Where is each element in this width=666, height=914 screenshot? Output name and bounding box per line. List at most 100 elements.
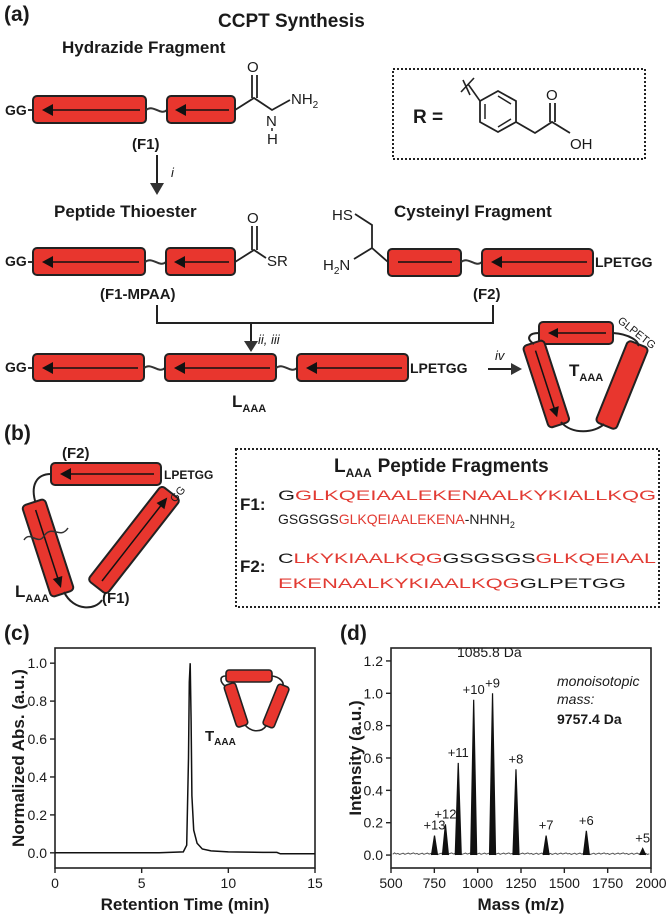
loop-bottom (63, 591, 103, 609)
peak-note: 1085.8 Da (457, 644, 522, 660)
y-tick-label: 0.2 (364, 815, 384, 831)
hydrazide-nh2: NH2 (291, 91, 319, 111)
f1-label: (F1) (102, 590, 130, 607)
thioester-title: Peptide Thioester (54, 202, 197, 221)
inset-helix-left (223, 682, 249, 728)
peak-charge-label: +13 (423, 818, 445, 833)
peak-charge-label: +6 (579, 813, 594, 828)
loop-top-left (528, 332, 540, 345)
gg-label: GG (5, 102, 27, 118)
y-tick-label: 0.8 (364, 718, 384, 734)
peak-charge-label: +7 (539, 818, 554, 833)
arrow-head (42, 362, 53, 374)
peak-charge-label: +10 (463, 682, 485, 697)
y-tick-label: 0.6 (364, 750, 384, 766)
panel-a-title: CCPT Synthesis (218, 11, 365, 32)
mono-line2: mass: (557, 691, 594, 707)
arrow-head (156, 497, 168, 510)
arrow-head (175, 104, 186, 116)
carbonyl-o: O (247, 59, 259, 76)
arrow-head (549, 406, 559, 418)
y-tick-label: 1.2 (364, 653, 384, 669)
plot-frame (54, 647, 316, 869)
lpetgg-label: LPETGG (410, 360, 468, 376)
arrow-head (150, 183, 164, 195)
ms-peak (542, 835, 550, 856)
x-tick-label: 2000 (635, 875, 666, 891)
x-tick-label: 10 (221, 875, 237, 891)
thio-carbonyl (251, 226, 258, 250)
f1-mpaa-label: (F1-MPAA) (100, 286, 176, 303)
peak-charge-label: +12 (434, 806, 456, 821)
x-tick-label: 5 (138, 875, 146, 891)
panel-d-letter: (d) (340, 622, 367, 645)
f1-seq-line2: GSGSGSGLKQEIAALEKENA-NHNH2 (278, 511, 515, 530)
arrow-head (52, 575, 63, 588)
hydrazide-h: H (267, 131, 278, 148)
y-tick-label: 0.0 (28, 845, 48, 861)
hydrazide-title: Hydrazide Fragment (62, 38, 226, 57)
taaa-inset-label: TAAA (205, 728, 236, 748)
step-ii-iii-label: ii, iii (258, 332, 281, 347)
panel-c-letter: (c) (4, 622, 30, 645)
cys-sidechain (353, 213, 389, 263)
ms-peak (639, 847, 647, 856)
loop (32, 473, 52, 505)
ms-peak (470, 699, 478, 856)
cleavage-mark (23, 527, 69, 541)
f2-seq-label: F2: (240, 557, 266, 576)
y-tick-label: 0.8 (28, 693, 48, 709)
loop-top-right (612, 332, 640, 347)
ms-peak (582, 830, 590, 856)
gg-label: GG (5, 359, 27, 375)
peak-charge-label: +8 (509, 751, 524, 766)
x-axis-label: Mass (m/z) (478, 895, 565, 914)
ms-peak (430, 835, 439, 856)
thioester-bond (234, 248, 267, 263)
peak-charge-label: +9 (485, 675, 500, 690)
arrow-head (306, 362, 317, 374)
acid-o: O (546, 87, 558, 104)
peak-charge-label: +11 (448, 745, 469, 760)
x-tick-label: 750 (423, 875, 447, 891)
laaa-label: LAAA (232, 392, 266, 415)
mono-value: 9757.4 Da (557, 711, 622, 727)
arrow-head (491, 256, 502, 268)
linker (145, 107, 168, 113)
arrow-head (60, 468, 71, 480)
x-axis-label: Retention Time (min) (101, 895, 270, 914)
helix-arrow (34, 509, 62, 587)
helix-arrow (534, 350, 558, 416)
arrow-head (42, 104, 53, 116)
f1-seq-label: F1: (240, 495, 266, 514)
helix-right (595, 340, 649, 430)
lpetgg-label: LPETGG (595, 254, 653, 270)
y-tick-label: 0.4 (28, 769, 48, 785)
acid-chain (515, 120, 571, 135)
peak-charge-label: +5 (635, 831, 650, 846)
inset-helix-right (262, 683, 290, 729)
x-tick-label: 1000 (462, 875, 493, 891)
linker (144, 259, 167, 265)
inset-helix-top (225, 669, 273, 683)
x-tick-label: 500 (379, 875, 403, 891)
x-tick-label: 1500 (549, 875, 580, 891)
arrow-head (511, 363, 522, 375)
benzene-inner (484, 95, 512, 128)
y-tick-label: 0.0 (364, 847, 384, 863)
x-tick-label: 1250 (505, 875, 536, 891)
hydrazide-bonds (234, 96, 291, 112)
x-tick-label: 0 (51, 875, 59, 891)
arrow-head (244, 341, 258, 352)
y-axis-label: Intensity (a.u.) (346, 700, 365, 815)
gg-label: GG (5, 253, 27, 269)
linker (275, 365, 298, 371)
laaa-label: LAAA (15, 582, 49, 605)
taaa-label: TAAA (569, 361, 603, 384)
